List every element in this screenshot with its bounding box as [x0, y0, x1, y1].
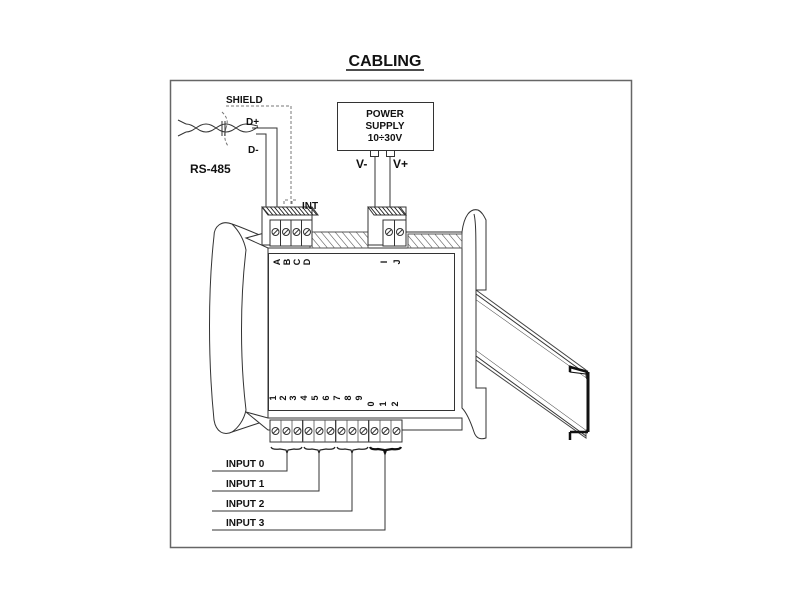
terminal-label: 2 — [390, 401, 400, 406]
d-minus-label: D- — [248, 145, 259, 156]
top-terminal-labels: A B C D I J — [272, 258, 402, 265]
terminal-label: 5 — [310, 395, 320, 400]
int-jumper — [283, 199, 290, 204]
screw-slot — [371, 428, 378, 434]
screw-slot — [294, 428, 301, 434]
terminal-label-c: C — [292, 258, 302, 265]
module-front-panel — [268, 253, 455, 411]
screw-icon — [385, 228, 404, 236]
screw-slot — [283, 428, 290, 434]
power-supply: POWER SUPPLY 10÷30V V- V+ — [337, 102, 434, 207]
terminal-label: 4 — [299, 395, 309, 400]
power-supply-line2: SUPPLY — [365, 121, 404, 132]
terminal-label: 6 — [321, 395, 331, 400]
terminal-label: 2 — [278, 395, 288, 400]
twisted-pair-cable — [177, 111, 259, 147]
terminal-label: 9 — [354, 395, 364, 400]
screw-slot — [349, 428, 356, 434]
terminal-label: 1 — [378, 401, 388, 406]
terminal-v-plus — [386, 150, 395, 157]
input-3-label: INPUT 3 — [226, 518, 265, 529]
input-wires — [212, 453, 386, 531]
d-minus-wire — [256, 133, 267, 207]
terminal-label-b: B — [282, 258, 292, 265]
input-brackets — [270, 446, 403, 457]
terminal-label-a: A — [272, 258, 282, 265]
terminal-label: 8 — [343, 395, 353, 400]
screw-slot — [316, 428, 323, 434]
screw-slot — [360, 428, 367, 434]
terminal-label-j: J — [392, 259, 402, 264]
input-2-label: INPUT 2 — [226, 499, 265, 510]
diagram-title: CABLING — [349, 53, 422, 70]
v-plus-label: V+ — [393, 157, 408, 171]
din-rail — [475, 289, 590, 440]
input-0-label: INPUT 0 — [226, 459, 265, 470]
power-supply-line3: 10÷30V — [368, 133, 403, 144]
screw-slot — [393, 428, 400, 434]
terminal-v-minus — [370, 150, 379, 157]
screw-slot — [272, 428, 279, 434]
terminal-block-ij — [367, 206, 407, 247]
terminal-label: 1 — [268, 395, 278, 400]
screw-slot — [382, 428, 389, 434]
d-plus-label: D+ — [246, 117, 259, 128]
terminal-label-d: D — [302, 258, 312, 265]
terminal-label: 3 — [288, 395, 298, 400]
input-1-label: INPUT 1 — [226, 479, 265, 490]
terminal-block-abcd — [261, 206, 319, 247]
int-label: INT — [302, 201, 318, 212]
power-supply-line1: POWER — [366, 109, 405, 120]
rs485-label: RS-485 — [190, 162, 231, 176]
terminal-label-i: I — [379, 261, 389, 264]
shield-label: SHIELD — [226, 95, 263, 106]
terminal-label: 7 — [332, 395, 342, 400]
bottom-terminal-labels: 1 2 3 4 5 6 7 8 9 0 1 2 — [268, 395, 400, 406]
screw-icon — [271, 420, 401, 442]
screw-icon — [271, 228, 311, 236]
screw-slot — [305, 428, 312, 434]
shield-wire — [226, 105, 292, 204]
terminal-block-bottom — [269, 419, 403, 443]
d-plus-wire — [252, 127, 278, 207]
terminal-label: 0 — [366, 401, 376, 406]
screw-slot — [338, 428, 345, 434]
v-minus-label: V- — [356, 157, 367, 171]
module-housing — [209, 209, 487, 440]
screw-slot — [327, 428, 334, 434]
power-supply-box — [337, 102, 434, 151]
diagram-frame — [169, 79, 633, 549]
